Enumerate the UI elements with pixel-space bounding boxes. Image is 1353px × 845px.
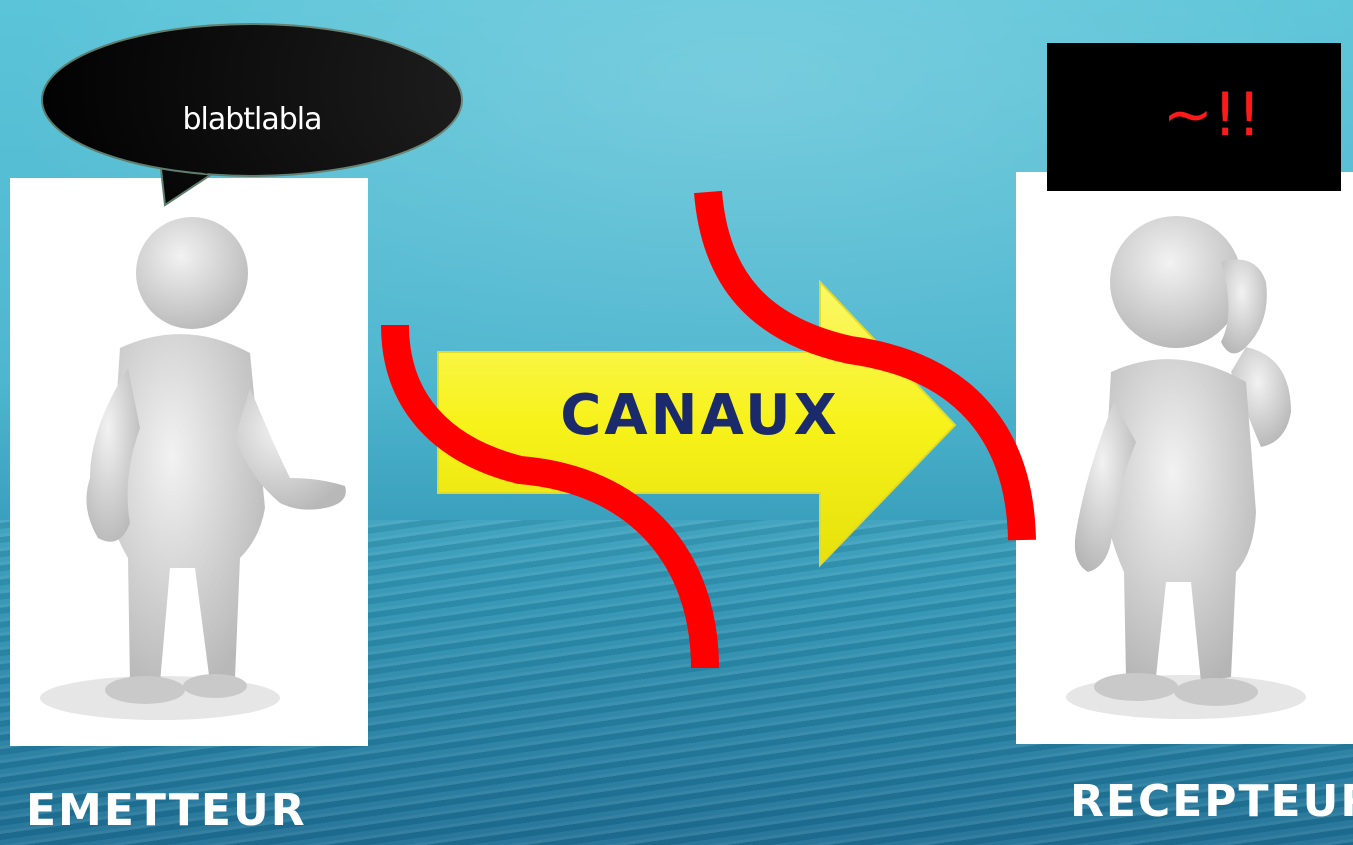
sender-label: EMETTEUR xyxy=(26,785,307,836)
receiver-label: RECEPTEUR xyxy=(1070,776,1353,827)
reaction-text: ~!! xyxy=(1047,79,1341,151)
channel-label: CANAUX xyxy=(530,383,870,448)
reaction-box: ~!! xyxy=(1047,43,1341,191)
